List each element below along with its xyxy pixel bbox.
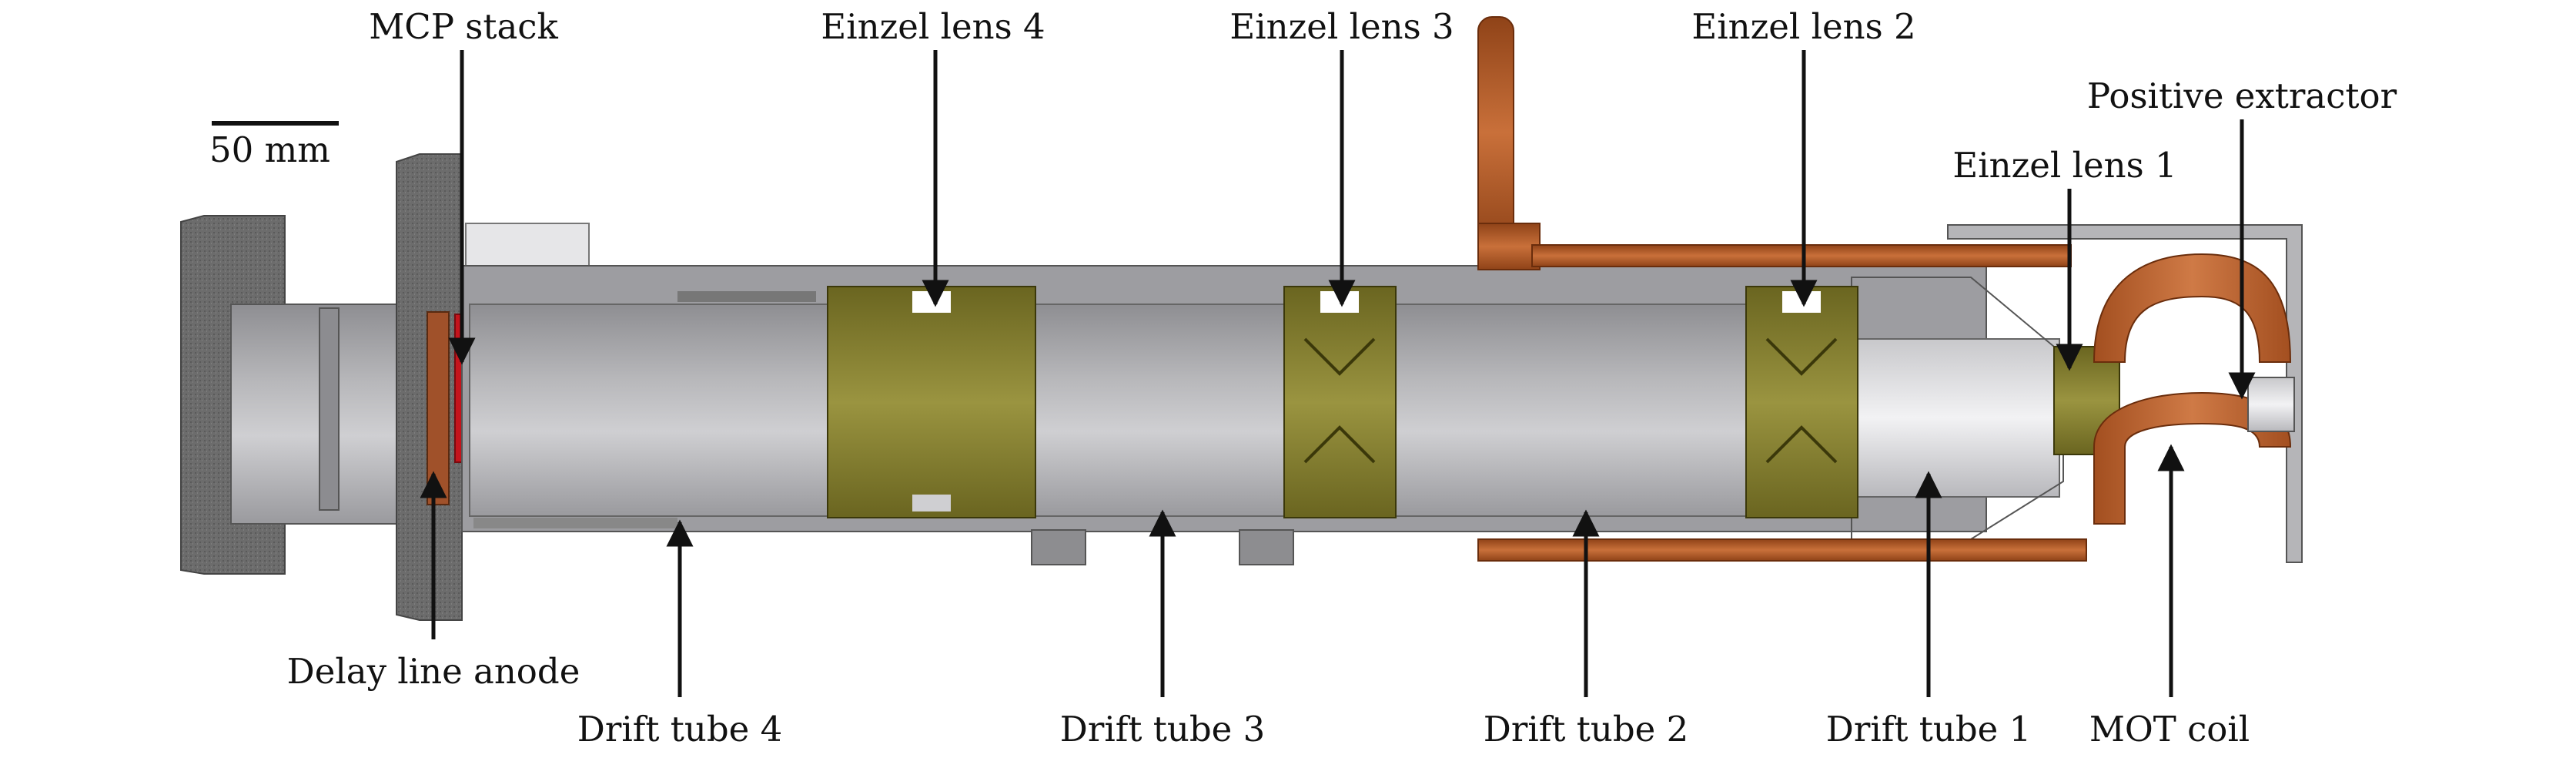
vertical-pipe bbox=[1477, 16, 1514, 249]
upper-pipe bbox=[1531, 244, 2072, 267]
label-drift-tube-1: Drift tube 1 bbox=[1826, 709, 2031, 750]
label-drift-tube-4: Drift tube 4 bbox=[577, 709, 782, 750]
label-drift-tube-2: Drift tube 2 bbox=[1484, 709, 1688, 750]
delay-line-anode bbox=[427, 311, 450, 505]
bellows-top bbox=[677, 291, 816, 302]
label-einzel-lens-1: Einzel lens 1 bbox=[1952, 145, 2176, 186]
label-mcp-stack: MCP stack bbox=[369, 6, 558, 47]
annotation-arrows bbox=[420, 50, 2256, 697]
label-delay-line-anode: Delay line anode bbox=[287, 651, 580, 692]
housing-ring bbox=[319, 307, 340, 511]
label-einzel-lens-3: Einzel lens 3 bbox=[1229, 6, 1454, 47]
extractor-frame bbox=[1947, 224, 2303, 563]
label-positive-extractor: Positive extractor bbox=[2087, 75, 2397, 116]
label-drift-tube-3: Drift tube 3 bbox=[1060, 709, 1265, 750]
label-einzel-lens-2: Einzel lens 2 bbox=[1691, 6, 1915, 47]
positive-extractor-part bbox=[2247, 377, 2295, 432]
bellows-bottom bbox=[473, 518, 677, 528]
drift-tube-1-body bbox=[1851, 338, 2060, 498]
scale-bar: 50 mm bbox=[209, 121, 339, 170]
feedthrough-box bbox=[465, 223, 590, 272]
label-einzel-lens-4: Einzel lens 4 bbox=[821, 6, 1045, 47]
drift-tube-3-body bbox=[1023, 304, 1286, 517]
einzel-lens-3-part bbox=[1283, 286, 1397, 518]
copper-pipes bbox=[1477, 16, 2087, 562]
mot-coil-lower bbox=[2093, 391, 2292, 525]
support-foot-2 bbox=[1239, 529, 1294, 565]
lower-pipe bbox=[1477, 538, 2087, 562]
pipe-elbow bbox=[1477, 223, 1541, 270]
drift-tube-2-body bbox=[1393, 304, 1756, 517]
support-foot-1 bbox=[1031, 529, 1086, 565]
labels: MCP stack Einzel lens 4 Einzel lens 3 Ei… bbox=[287, 6, 2397, 750]
einzel-lens-2-part bbox=[1745, 286, 1858, 518]
scale-bar-label: 50 mm bbox=[209, 129, 330, 170]
label-mot-coil: MOT coil bbox=[2089, 709, 2250, 750]
detector-flange bbox=[180, 153, 590, 621]
drift-tube-4-body bbox=[469, 304, 832, 517]
vacuum-body bbox=[461, 265, 2064, 565]
einzel-lens-4-part bbox=[827, 286, 1036, 518]
mot-coil-upper bbox=[2093, 253, 2292, 363]
